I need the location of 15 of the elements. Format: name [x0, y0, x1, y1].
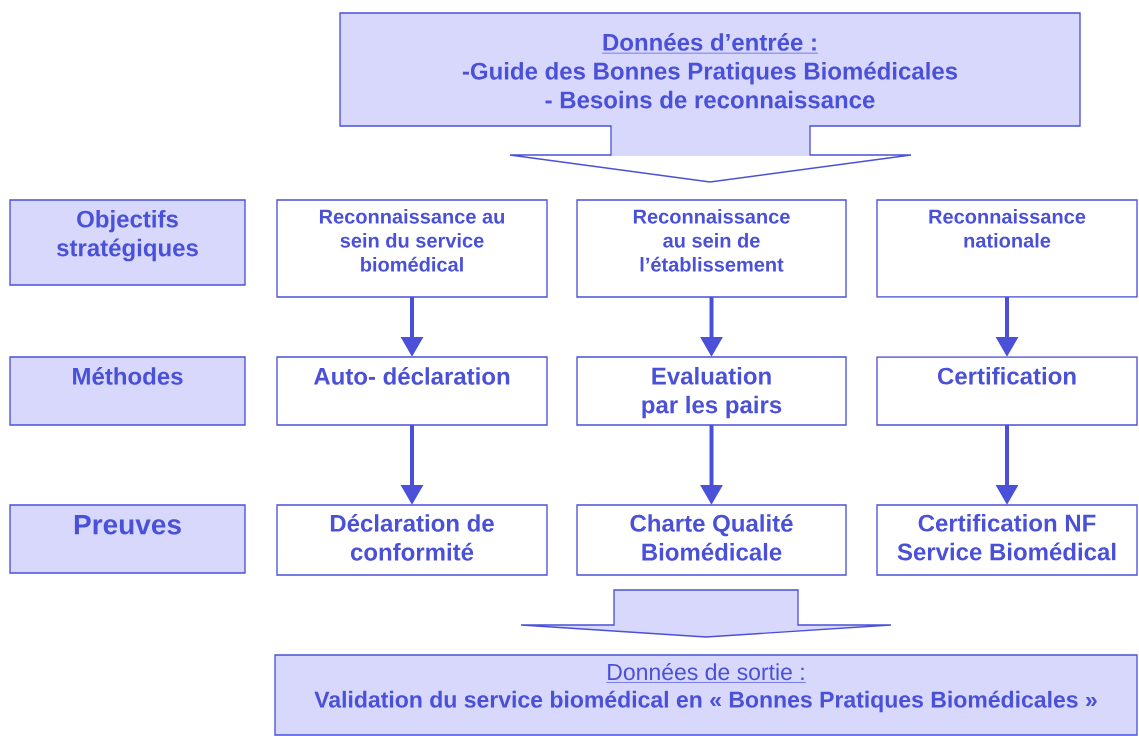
process-box: Déclaration de conformité	[276, 504, 548, 576]
process-box: Certification	[876, 356, 1138, 426]
process-box: Charte Qualité Biomédicale	[576, 504, 847, 576]
process-box: Auto- déclaration	[276, 356, 548, 426]
process-box: Certification NF Service Biomédical	[876, 504, 1138, 576]
row-header-box: Méthodes	[9, 356, 246, 426]
block-arrow	[520, 589, 892, 638]
row-header-box: Preuves	[9, 504, 246, 574]
process-box: Reconnaissance nationale	[876, 199, 1138, 298]
process-box: Reconnaissance au sein de l’établissement	[576, 199, 847, 298]
process-box: Evaluation par les pairs	[576, 356, 847, 426]
output-box: Données de sortie : Validation du service biomédical en « Bonnes Pratiques Biomédicales »	[274, 654, 1138, 736]
row-header-box: Objectifs stratégiques	[9, 199, 246, 286]
callout-box: Données d’entrée : -Guide des Bonnes Pratiques Biomédicales - Besoins de reconnaissance	[339, 12, 1081, 183]
process-box: Reconnaissance au sein du service biomédical	[276, 199, 548, 298]
